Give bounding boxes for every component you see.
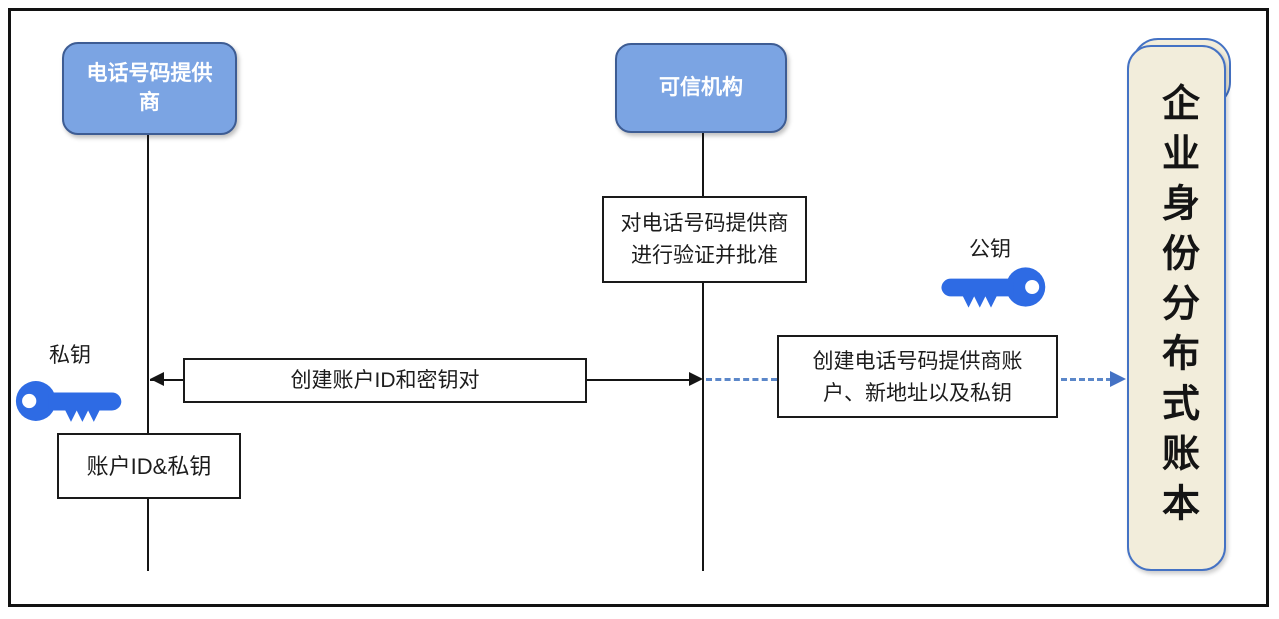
actor-trusted-authority: 可信机构 [615,43,787,133]
lifeline-phone-provider [147,135,149,571]
verify-note-line1: 对电话号码提供商 [620,212,789,235]
arrowhead-left-icon [150,372,164,386]
ledger-label: 企业身份分布式账本 [1155,83,1198,533]
public-key-label: 公钥 [969,238,1011,261]
dashed-arrowhead-ledger-icon [1110,371,1126,387]
private-key-label: 私钥 [49,344,91,367]
actor-trusted-authority-label: 可信机构 [659,75,743,99]
actor-phone-provider-label-line2: 商 [139,90,160,114]
connector-to-provider [150,379,183,381]
actor-phone-provider: 电话号码提供 商 [62,42,237,135]
connector-to-authority [587,379,689,381]
message-create-provider-line1: 创建电话号码提供商账 [812,350,1023,373]
private-key-icon [14,370,128,432]
message-create-account-label: 创建账户ID和密钥对 [290,368,480,392]
public-key-icon [930,258,1052,316]
message-create-account: 创建账户ID和密钥对 [183,358,587,403]
ledger-front-sheet: 企业身份分布式账本 [1127,45,1226,571]
diagram-frame [8,8,1269,607]
account-result-box: 账户ID&私钥 [57,433,241,499]
message-create-provider-account: 创建电话号码提供商账 户、新地址以及私钥 [777,335,1058,418]
actor-phone-provider-label-line1: 电话号码提供 [86,62,213,86]
account-result-label: 账户ID&私钥 [86,453,212,479]
ledger-box: 企业身份分布式账本 [1127,38,1231,571]
dashed-connector-box-to-ledger [1061,378,1112,381]
arrowhead-right-icon [689,372,703,386]
dashed-connector-authority-to-box [706,378,777,381]
verify-note-line2: 进行验证并批准 [631,243,778,267]
verify-note: 对电话号码提供商 进行验证并批准 [602,196,807,283]
message-create-provider-line2: 户、新地址以及私钥 [823,381,1012,405]
lifeline-trusted-authority [702,133,704,571]
